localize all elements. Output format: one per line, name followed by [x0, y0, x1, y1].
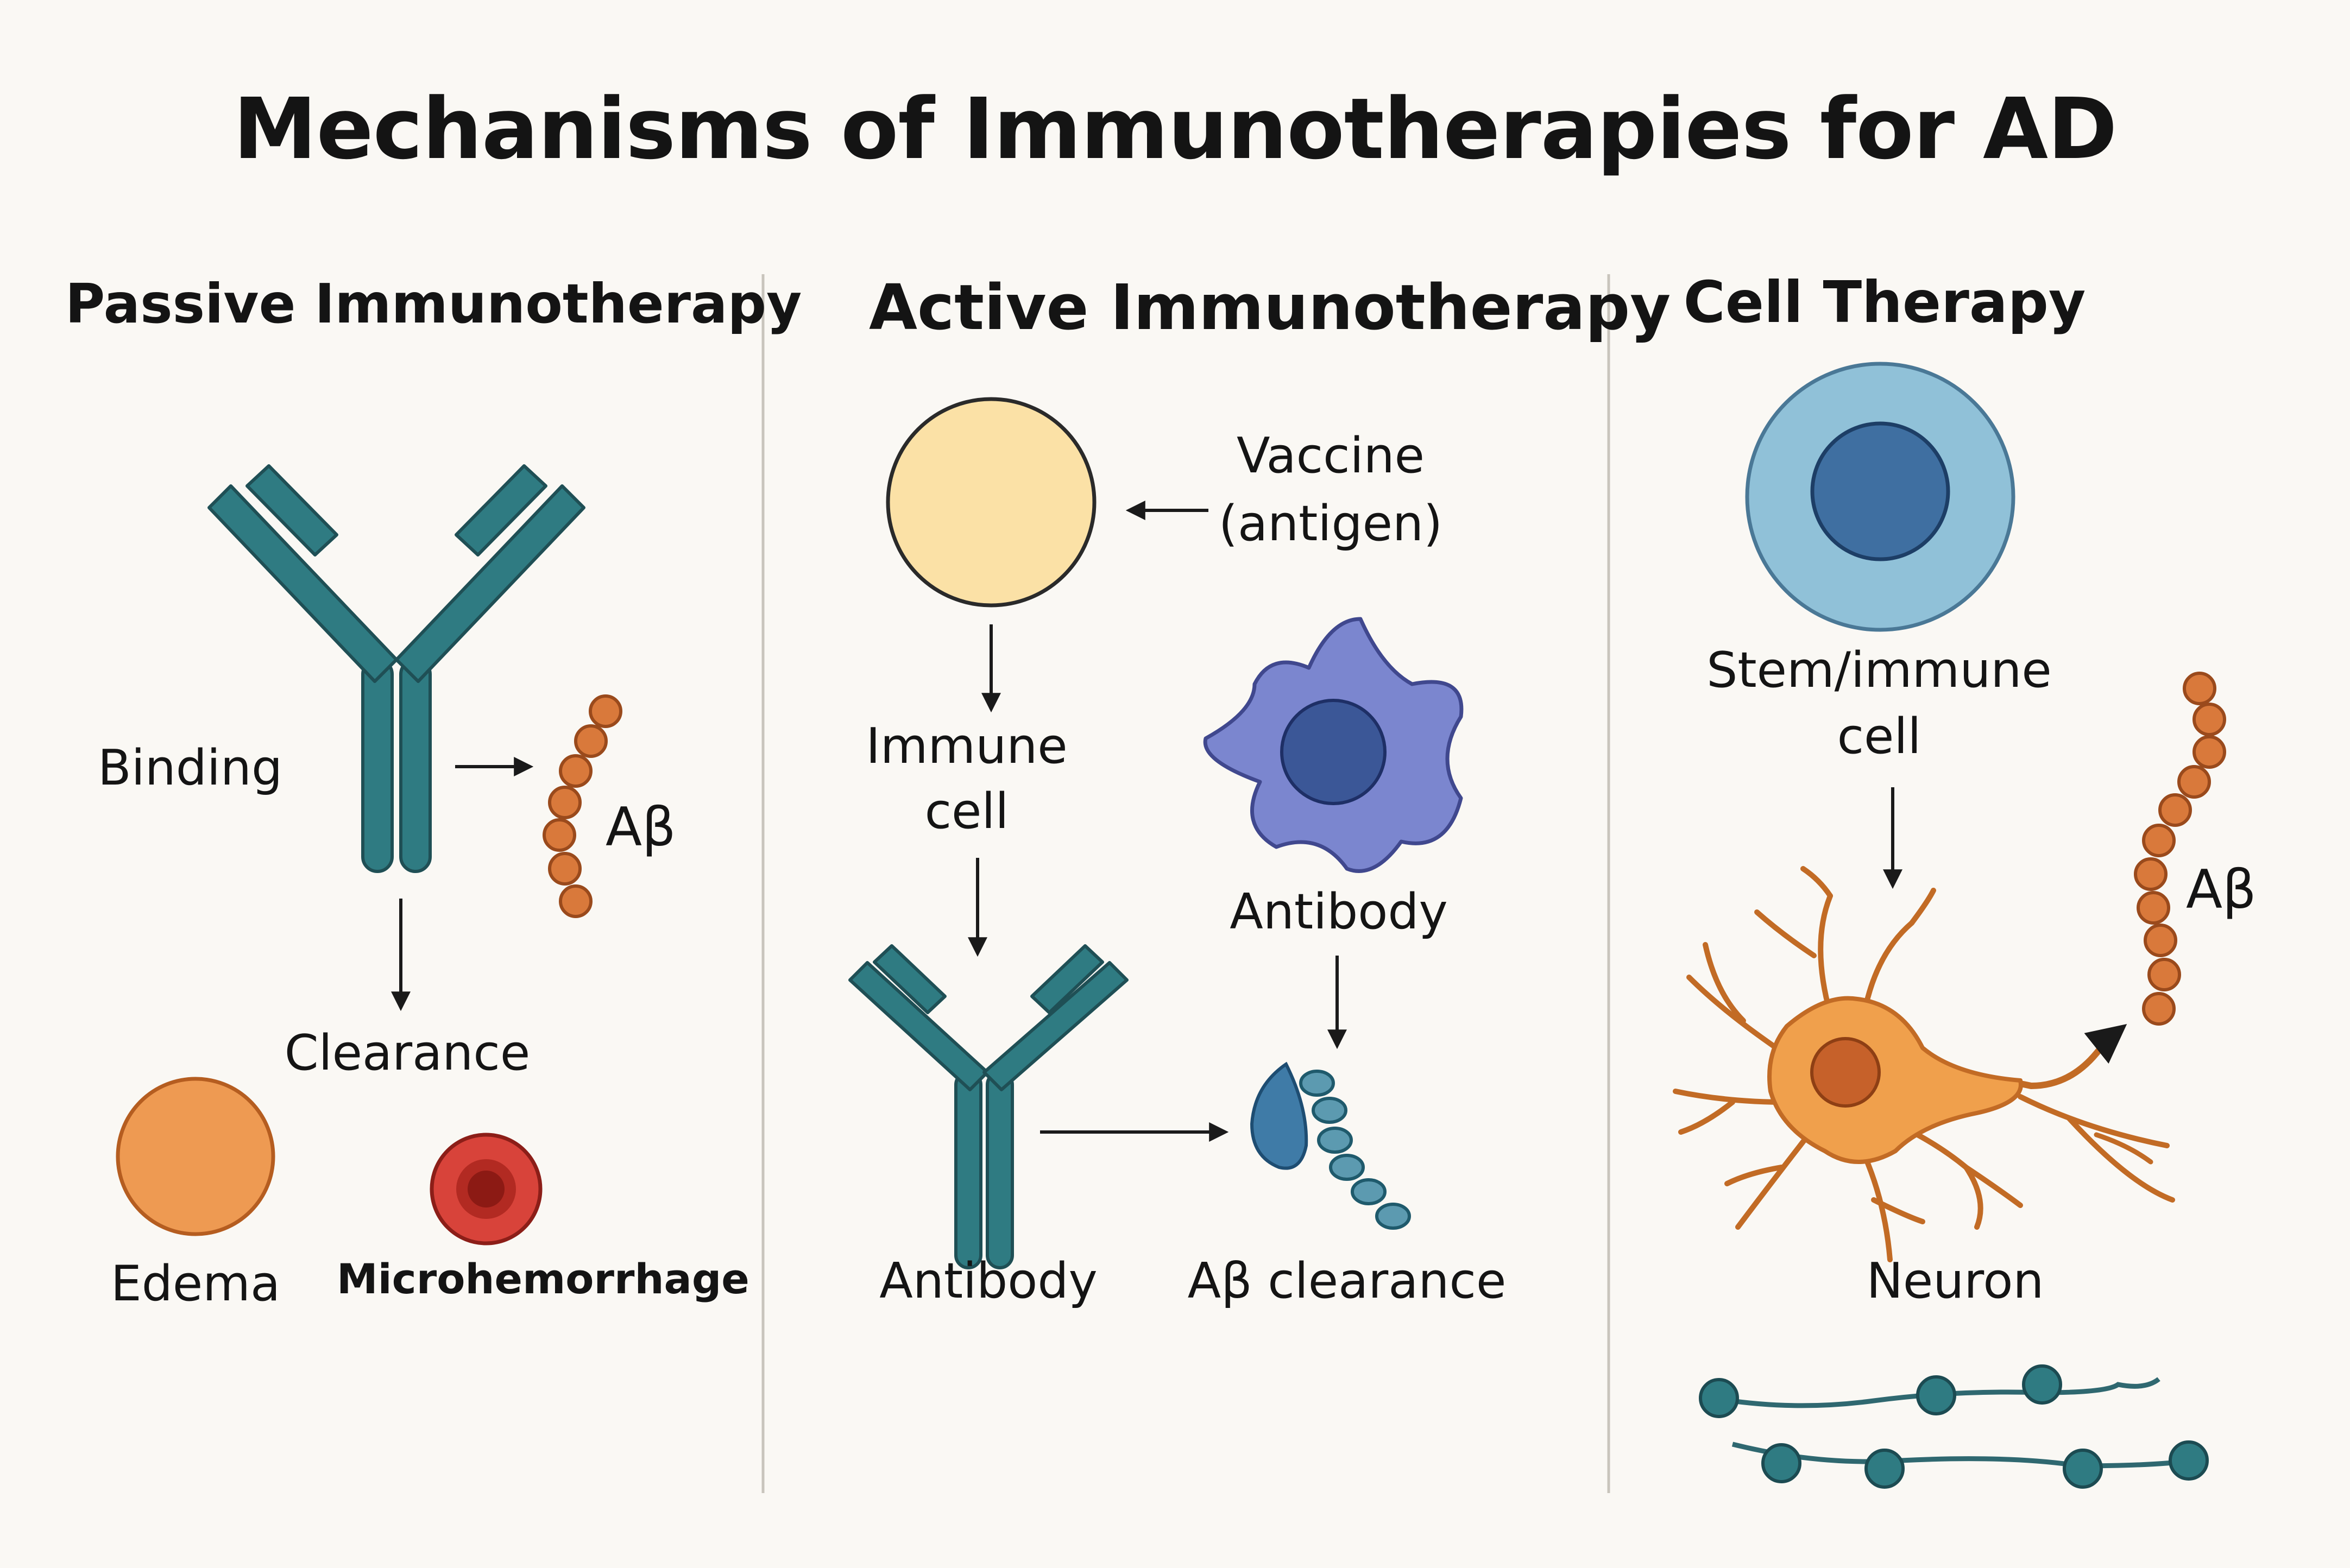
label-stem-immune: Stem/immune — [1706, 642, 2052, 699]
amyloid-beta-chain-passive — [543, 694, 622, 918]
neuron-nucleus-icon — [1810, 1037, 1881, 1108]
label-abeta-cell: Aβ — [2186, 859, 2257, 921]
label-antigen: (antigen) — [1218, 495, 1443, 552]
label-edema: Edema — [110, 1255, 281, 1312]
abeta-clearance-icon — [1250, 1061, 1411, 1230]
amyloid-beta-chain-cell — [2134, 672, 2226, 1026]
label-clearance: Clearance — [284, 1025, 531, 1082]
microhemorrhage-icon — [430, 1133, 543, 1245]
edema-icon — [116, 1077, 275, 1236]
immune-cell-icon — [886, 397, 1097, 608]
heading-passive: Passive Immunotherapy — [65, 272, 802, 336]
heading-active: Active Immunotherapy — [869, 271, 1671, 344]
label-antibody-bottom: Antibody — [879, 1253, 1098, 1310]
label-immune-cell: cell — [924, 783, 1009, 840]
label-immune: Immune — [866, 718, 1068, 775]
label-abeta-passive: Aβ — [606, 796, 676, 858]
dendritic-cell-icon — [1203, 617, 1464, 873]
antibody-icon-passive — [207, 464, 585, 873]
label-stem-cell: cell — [1837, 708, 1921, 765]
axon-beads-icon — [1699, 1364, 2209, 1489]
label-vaccine: Vaccine — [1236, 427, 1425, 484]
label-binding: Binding — [98, 739, 283, 796]
label-neuron: Neuron — [1866, 1253, 2044, 1310]
heading-cell: Cell Therapy — [1683, 269, 2086, 336]
neuron-body-icon — [1767, 996, 2023, 1164]
diagram-title: Mechanisms of Immunotherapies for AD — [233, 80, 2117, 178]
antibody-icon-active — [848, 944, 1129, 1269]
stem-cell-icon — [1745, 362, 2015, 632]
label-abeta-clearance: Aβ clearance — [1187, 1253, 1507, 1310]
label-antibody-right: Antibody — [1230, 883, 1448, 940]
label-microhemorrhage: Microhemorrhage — [337, 1255, 749, 1303]
